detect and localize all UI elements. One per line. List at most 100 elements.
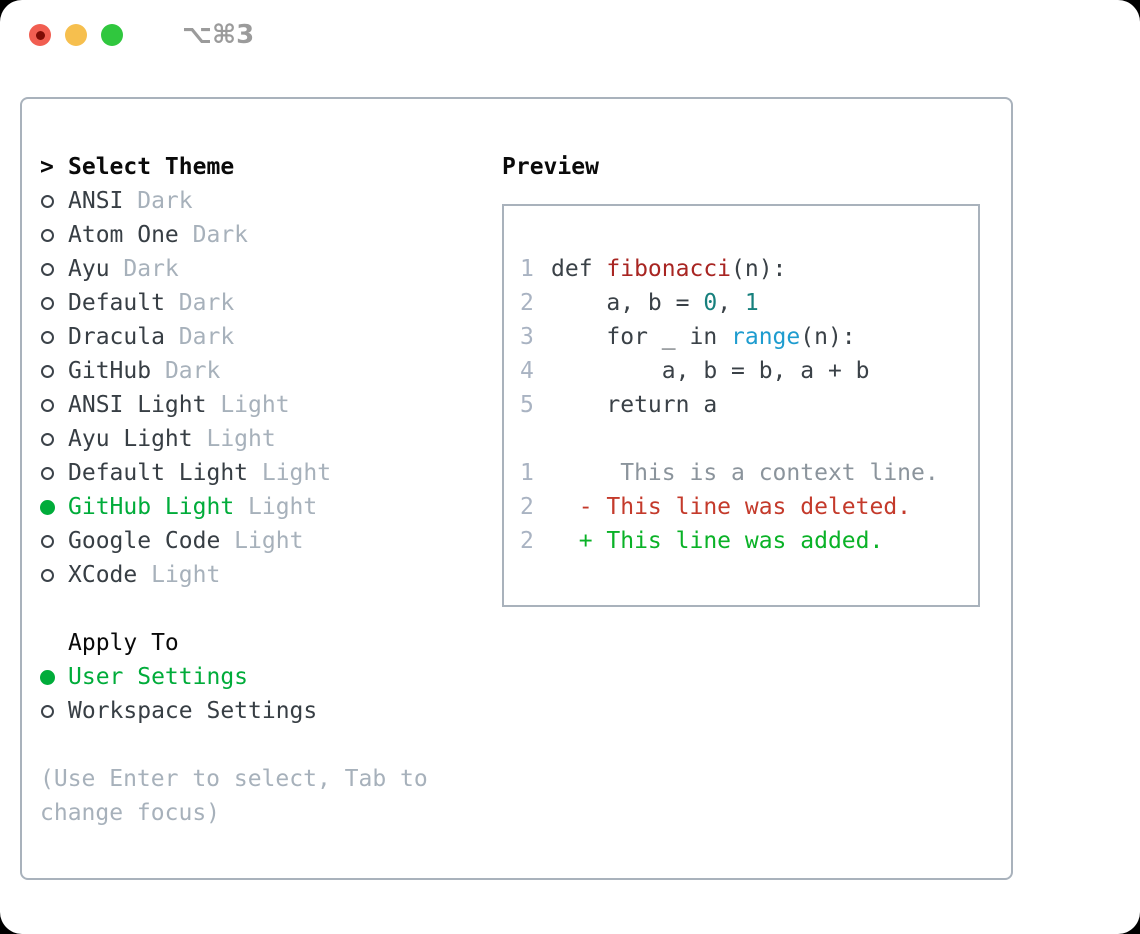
- spacer: [40, 592, 480, 626]
- theme-option-ayu-dark[interactable]: Ayu Dark: [40, 252, 480, 286]
- theme-variant-tag: Light: [206, 392, 290, 418]
- code-token-plain: a, b =: [551, 290, 704, 316]
- theme-option-default-light-light[interactable]: Default Light Light: [40, 456, 480, 490]
- code-line: 1 This is a context line.: [520, 456, 978, 490]
- radio-icon: [40, 194, 68, 208]
- code-token-plain: return a: [551, 392, 718, 418]
- theme-variant-tag: Dark: [164, 324, 235, 350]
- radio-circle: [41, 330, 54, 344]
- radio-icon: [40, 398, 68, 412]
- code-line: 2 - This line was deleted.: [520, 490, 978, 524]
- radio-circle: [41, 398, 54, 412]
- radio-icon: [40, 228, 68, 242]
- close-button-dot: [35, 30, 45, 40]
- theme-name: Default Light: [68, 460, 249, 486]
- theme-variant-tag: Dark: [164, 290, 235, 316]
- code-text: a, b = b, a + b: [551, 358, 870, 384]
- code-token-plain: a, b = b, a + b: [551, 358, 870, 384]
- theme-variant-tag: Dark: [178, 222, 249, 248]
- line-number: 1: [520, 256, 534, 282]
- radio-circle: [41, 534, 54, 548]
- apply-option-user-settings[interactable]: User Settings: [40, 660, 480, 694]
- code-text: + This line was added.: [551, 528, 884, 554]
- code-token-num: 1: [744, 290, 759, 316]
- radio-selected-icon: [40, 499, 68, 515]
- radio-icon: [40, 568, 68, 582]
- theme-name: Dracula: [68, 324, 165, 350]
- radio-circle: [41, 228, 54, 242]
- theme-option-atom-one-dark[interactable]: Atom One Dark: [40, 218, 480, 252]
- radio-circle: [41, 466, 54, 480]
- select-theme-header: > Select Theme: [40, 150, 480, 184]
- theme-variant-tag: Dark: [109, 256, 179, 282]
- window-shortcut-label: ⌥⌘3: [182, 20, 255, 50]
- code-token-added: + This line was added.: [551, 528, 884, 554]
- radio-icon: [40, 704, 68, 718]
- code-token-num: 0: [703, 290, 718, 316]
- code-token-builtin: range: [731, 324, 801, 350]
- code-text: a, b = 0, 1: [551, 290, 759, 316]
- radio-circle: [41, 568, 54, 582]
- theme-name: Atom One: [68, 222, 179, 248]
- code-token-plain: (n):: [731, 256, 787, 282]
- code-line: 5 return a: [520, 388, 978, 422]
- keyboard-hint: (Use Enter to select, Tab to change focu…: [40, 766, 428, 826]
- theme-option-ansi-light-light[interactable]: ANSI Light Light: [40, 388, 480, 422]
- radio-circle: [41, 432, 54, 446]
- theme-name: ANSI Light: [68, 392, 207, 418]
- theme-option-ayu-light-light[interactable]: Ayu Light Light: [40, 422, 480, 456]
- theme-name: Google Code: [68, 528, 221, 554]
- theme-name: GitHub: [68, 358, 152, 384]
- theme-option-github-light-light[interactable]: GitHub Light Light: [40, 490, 480, 524]
- radio-circle: [41, 704, 54, 718]
- theme-option-ansi-dark[interactable]: ANSI Dark: [40, 184, 480, 218]
- theme-variant-tag: Dark: [123, 188, 193, 214]
- preview-title: Preview: [502, 154, 599, 180]
- theme-option-github-dark[interactable]: GitHub Dark: [40, 354, 480, 388]
- code-line: 4 a, b = b, a + b: [520, 354, 978, 388]
- theme-name: GitHub Light: [68, 494, 235, 520]
- radio-icon: [40, 296, 68, 310]
- radio-circle: [40, 499, 55, 515]
- theme-option-google-code-light[interactable]: Google Code Light: [40, 524, 480, 558]
- select-theme-title: Select Theme: [68, 154, 235, 180]
- apply-option-workspace-settings[interactable]: Workspace Settings: [40, 694, 480, 728]
- code-line: 1 def fibonacci(n):: [520, 252, 978, 286]
- theme-name: XCode: [68, 562, 138, 588]
- close-button-icon[interactable]: [29, 24, 51, 46]
- radio-icon: [40, 330, 68, 344]
- code-text: - This line was deleted.: [551, 494, 911, 520]
- line-number: 5: [520, 392, 534, 418]
- code-token-plain: for _ in: [551, 324, 732, 350]
- line-number: 4: [520, 358, 534, 384]
- code-line: 2 a, b = 0, 1: [520, 286, 978, 320]
- radio-circle: [40, 669, 55, 685]
- theme-option-xcode-light[interactable]: XCode Light: [40, 558, 480, 592]
- code-text: def fibonacci(n):: [551, 256, 786, 282]
- minimize-button-icon[interactable]: [65, 24, 87, 46]
- focus-prompt-icon: >: [40, 154, 54, 180]
- theme-variant-tag: Light: [220, 528, 304, 554]
- spacer: [40, 728, 480, 762]
- theme-option-default-dark[interactable]: Default Dark: [40, 286, 480, 320]
- code-text: for _ in range(n):: [551, 324, 855, 350]
- theme-option-dracula-dark[interactable]: Dracula Dark: [40, 320, 480, 354]
- zoom-button-icon[interactable]: [101, 24, 123, 46]
- line-number: 2: [520, 494, 534, 520]
- theme-variant-tag: Light: [137, 562, 221, 588]
- theme-name: Ayu Light: [68, 426, 193, 452]
- code-token-deleted: - This line was deleted.: [551, 494, 912, 520]
- code-line: 3 for _ in range(n):: [520, 320, 978, 354]
- theme-variant-tag: Light: [192, 426, 276, 452]
- titlebar: ⌥⌘3: [0, 0, 1140, 70]
- apply-to-title: Apply To: [68, 630, 179, 656]
- line-number: 2: [520, 290, 534, 316]
- code-token-plain: ,: [717, 290, 745, 316]
- radio-circle: [41, 262, 54, 276]
